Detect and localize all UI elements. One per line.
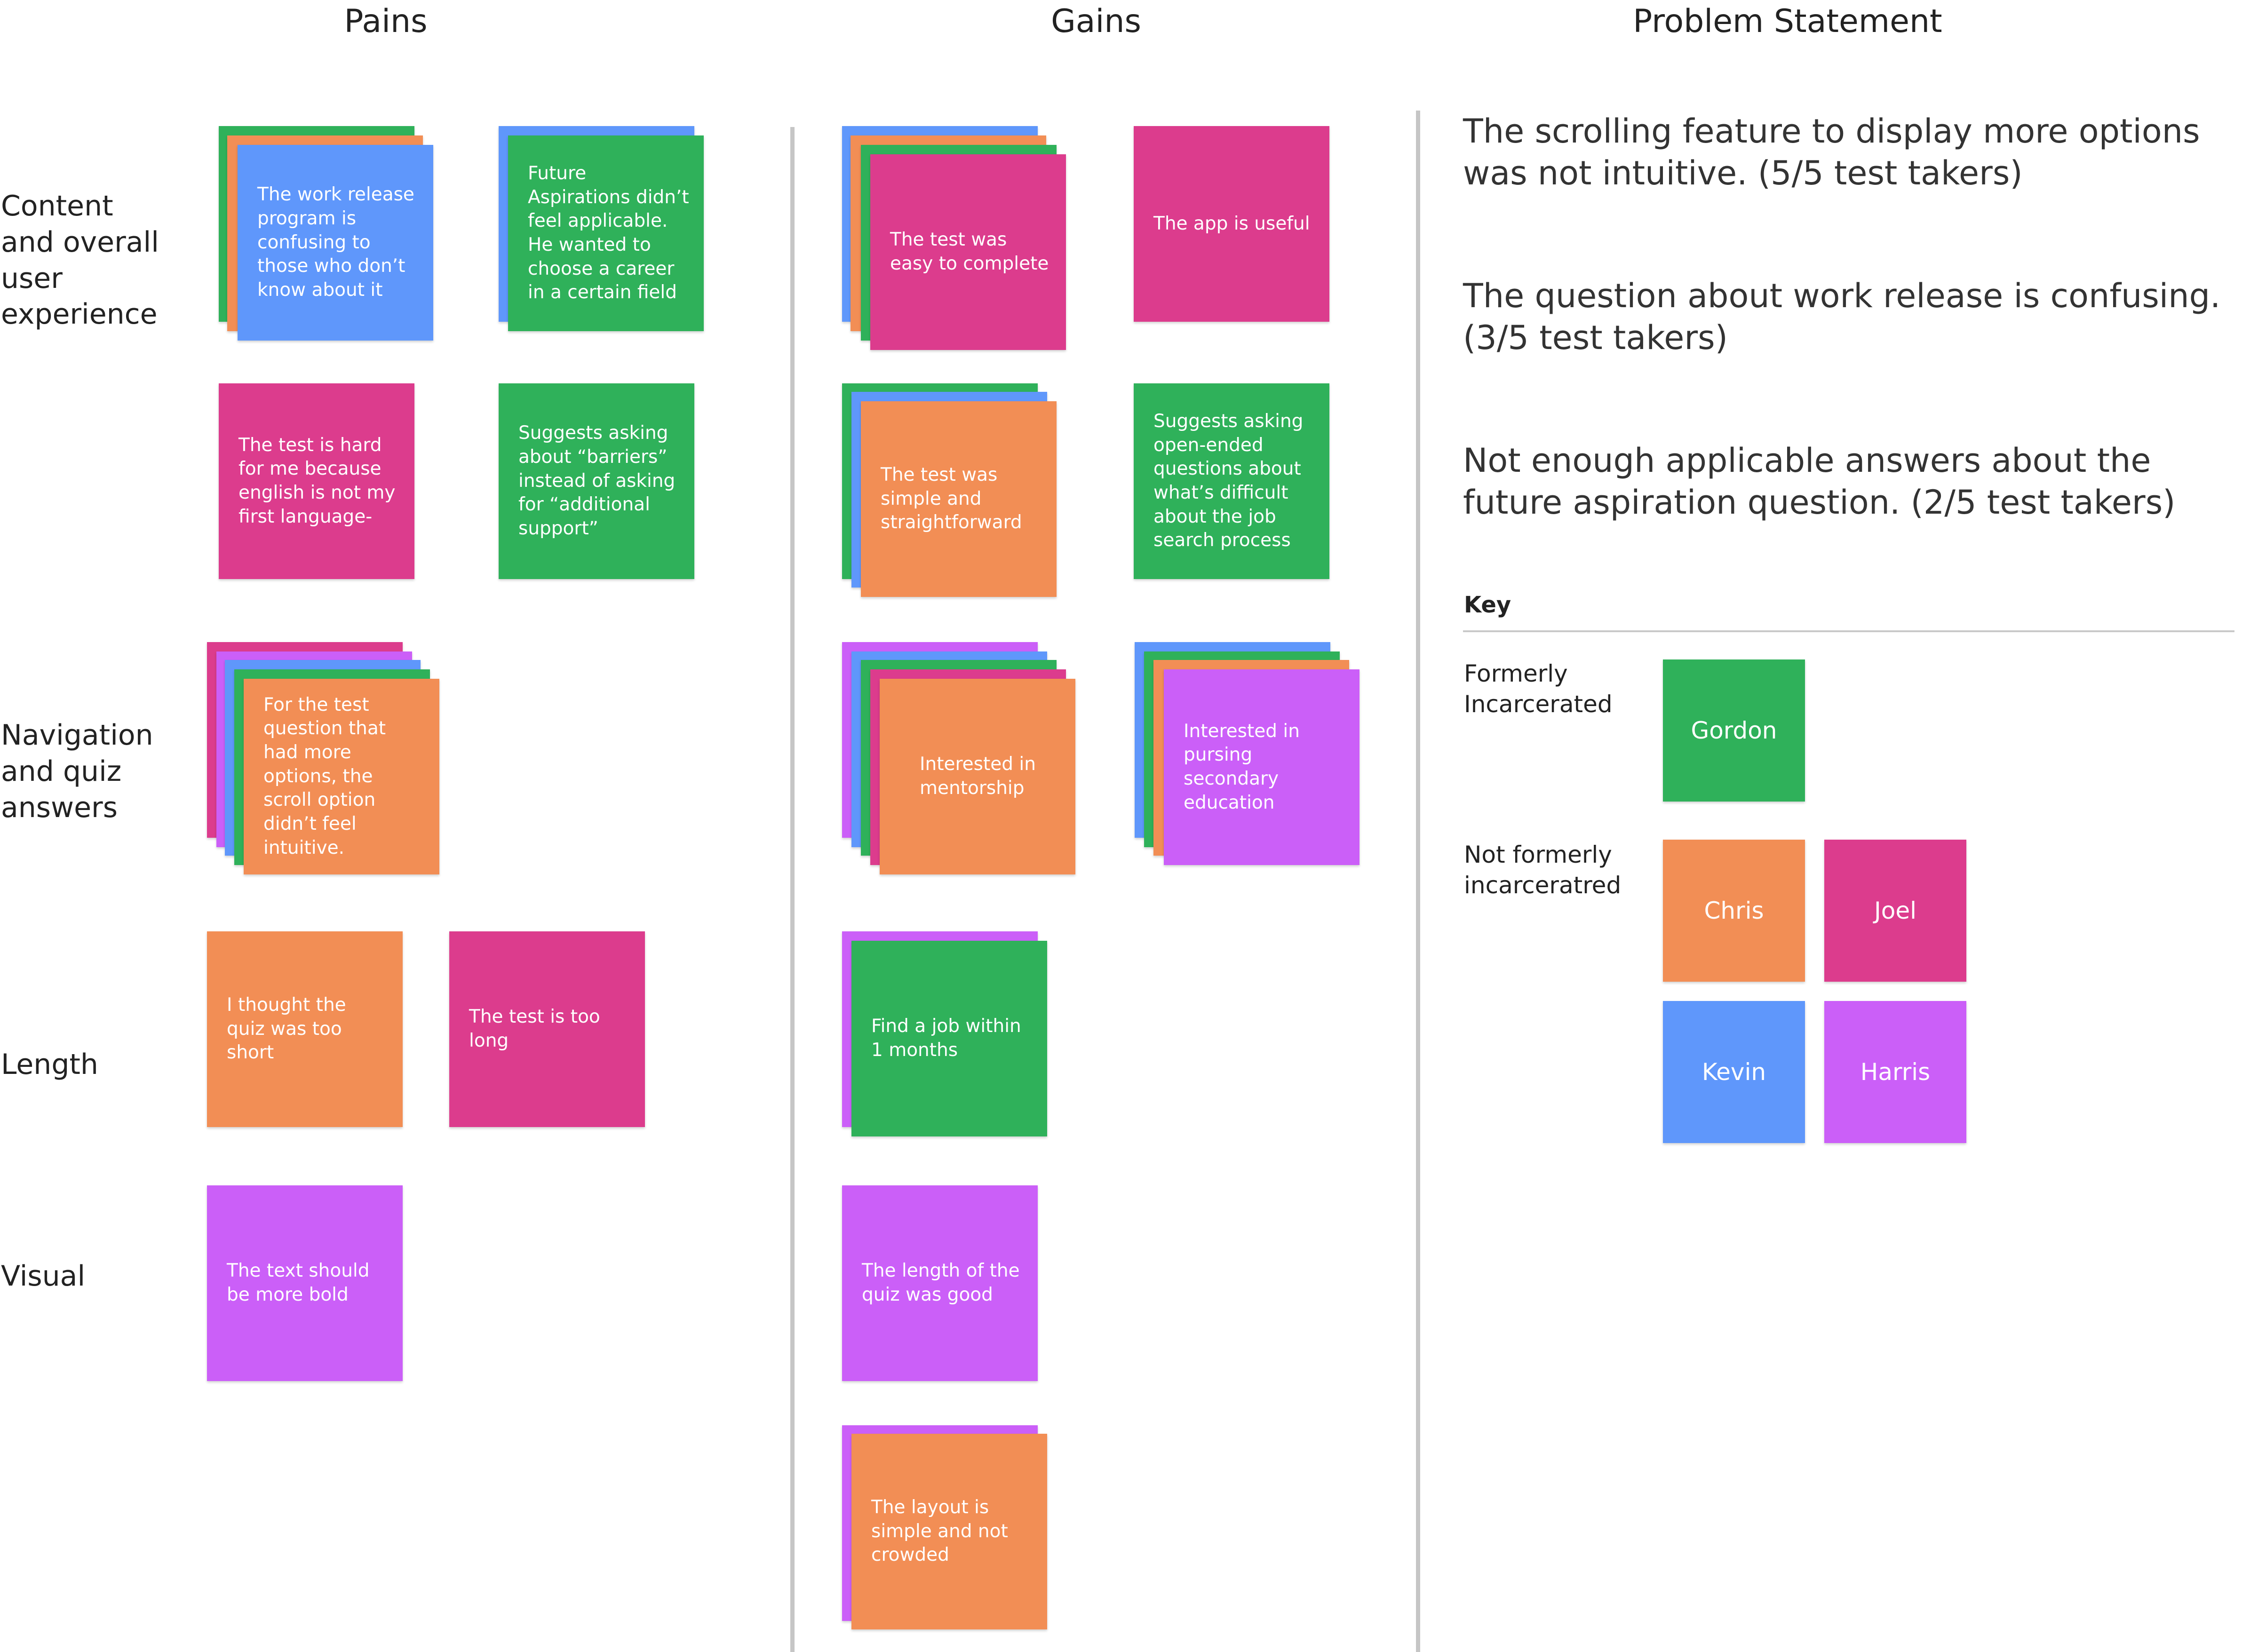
row-label-visual: Visual [1,1260,86,1293]
sticky-note-text: The test is hard for me because english … [239,434,396,527]
key-divider [1463,630,2234,632]
key-label-not-formerly-incarcerated: Not formerly incarceratred [1464,841,1622,899]
key-swatch-gordon: Gordon [1663,659,1805,802]
sticky-note[interactable]: The test was simple and straightforward [861,401,1057,597]
sticky-note-text: Interested in pursing secondary educatio… [1184,720,1300,813]
problem-statement-1: The scrolling feature to display more op… [1463,112,2200,192]
problem-statement-header: Problem Statement [1633,3,1942,40]
sticky-note[interactable]: Suggests asking open-ended questions abo… [1134,383,1329,579]
sticky-note[interactable]: The test is too long [449,931,645,1127]
problem-column-divider [1416,111,1420,1652]
key-swatch-kevin: Kevin [1663,1001,1805,1143]
sticky-note[interactable]: The test was easy to complete [870,154,1066,350]
gains-column-divider [790,127,795,1652]
sticky-note-text: Future Aspirations didn’t feel applicabl… [528,162,689,303]
sticky-note-text: The layout is simple and not crowded [871,1496,1008,1566]
sticky-note-text: The test is too long [469,1006,600,1051]
key-title: Key [1464,592,1511,618]
row-label-length: Length [1,1048,98,1081]
sticky-note[interactable]: The work release program is confusing to… [238,145,433,341]
gains-column-header: Gains [1051,3,1141,40]
sticky-note[interactable]: For the test question that had more opti… [244,679,439,874]
sticky-note-text: The app is useful [1153,213,1310,234]
row-label-navigation: Navigation and quiz answers [1,719,153,824]
row-label-content: Content and overall user experience [1,190,159,331]
sticky-note-text: Suggests asking about “barriers” instead… [518,422,676,540]
sticky-note-text: The test was simple and straightforward [881,464,1022,533]
key-swatch-chris: Chris [1663,840,1805,982]
sticky-note-text: The test was easy to complete [890,229,1049,274]
sticky-note[interactable]: I thought the quiz was too short [207,931,403,1127]
sticky-note[interactable]: The text should be more bold [207,1185,403,1381]
problem-statement-3: Not enough applicable answers about the … [1463,441,2176,522]
sticky-note-text: For the test question that had more opti… [263,694,386,858]
sticky-note[interactable]: Interested in pursing secondary educatio… [1164,669,1360,865]
sticky-note[interactable]: Find a job within 1 months [851,941,1047,1136]
sticky-note-text: Interested in mentorship [920,754,1036,799]
sticky-note-text: The work release program is confusing to… [257,184,414,301]
sticky-note[interactable]: Interested in mentorship [880,679,1075,874]
key-label-formerly-incarcerated: Formerly Incarcerated [1464,660,1613,718]
key-swatch-harris: Harris [1824,1001,1966,1143]
sticky-note[interactable]: Future Aspirations didn’t feel applicabl… [508,135,704,331]
sticky-note-text: The length of the quiz was good [862,1260,1020,1305]
sticky-note-text: The text should be more bold [227,1260,370,1305]
sticky-note-text: I thought the quiz was too short [227,994,346,1064]
sticky-note[interactable]: The app is useful [1134,126,1329,322]
sticky-note[interactable]: The test is hard for me because english … [219,383,414,579]
key-swatch-joel: Joel [1824,840,1966,982]
sticky-note[interactable]: The layout is simple and not crowded [851,1434,1047,1629]
sticky-note-text: Find a job within 1 months [871,1016,1021,1061]
problem-statement-2: The question about work release is confu… [1463,277,2221,357]
sticky-note-text: Suggests asking open-ended questions abo… [1153,410,1304,551]
pains-column-header: Pains [344,3,428,40]
sticky-note[interactable]: Suggests asking about “barriers” instead… [499,383,694,579]
sticky-note[interactable]: The length of the quiz was good [842,1185,1038,1381]
